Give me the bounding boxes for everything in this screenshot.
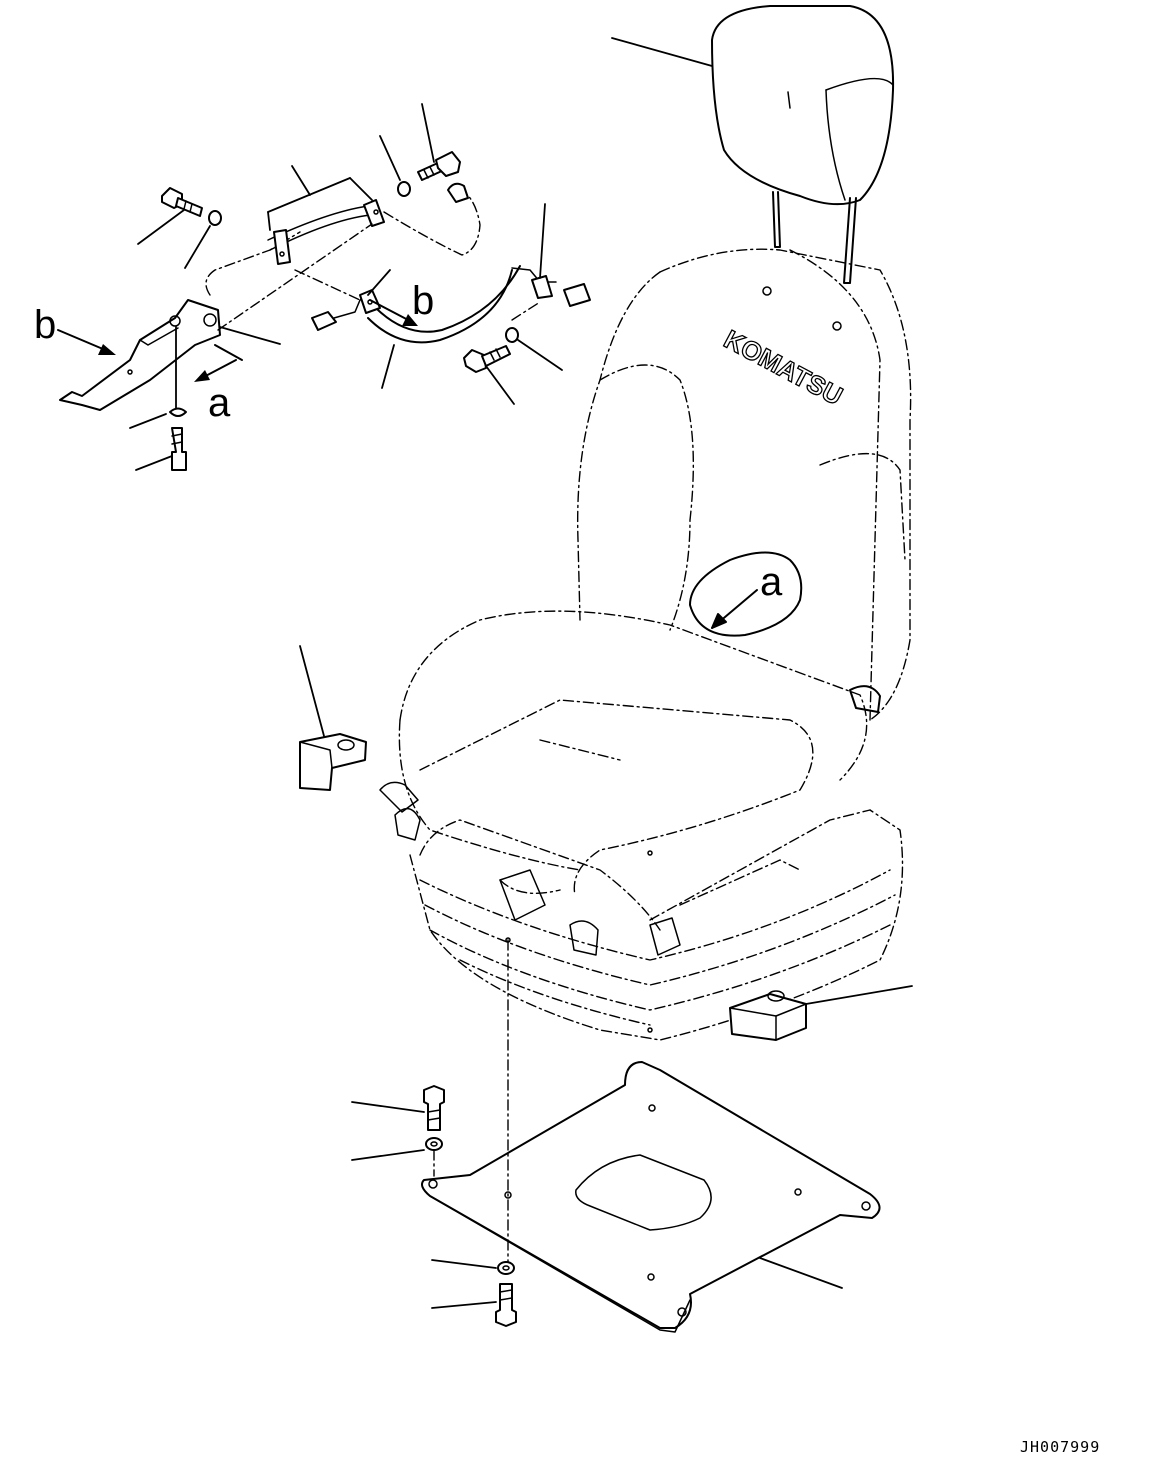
view-label-b-harness: b — [412, 279, 434, 323]
seat-assembly: KOMATSU — [379, 248, 912, 1041]
bolt-base-upper — [351, 1085, 445, 1177]
view-label-a-seat: a — [760, 560, 783, 604]
bolt-base-lower — [431, 1259, 517, 1327]
headrest-leader — [611, 37, 713, 67]
view-label-b-left: b — [34, 303, 56, 347]
wire-harness-upper — [205, 165, 481, 331]
drawing-code: JH007999 — [1020, 1438, 1100, 1456]
view-a-callout: a — [689, 551, 803, 637]
bolt-left — [137, 187, 222, 269]
spacer-block-right — [729, 985, 913, 1041]
view-arrows: b a — [34, 303, 243, 425]
headrest — [711, 5, 895, 284]
bolt-harness-right — [463, 301, 563, 405]
view-label-a-top: a — [208, 381, 231, 425]
spacer-block-left — [299, 645, 367, 791]
harness-bracket — [59, 299, 281, 471]
wire-harness-lower: b — [311, 203, 591, 389]
brand-mark: KOMATSU — [719, 324, 847, 411]
bolt-top-center — [379, 103, 461, 197]
base-plate — [421, 939, 881, 1333]
